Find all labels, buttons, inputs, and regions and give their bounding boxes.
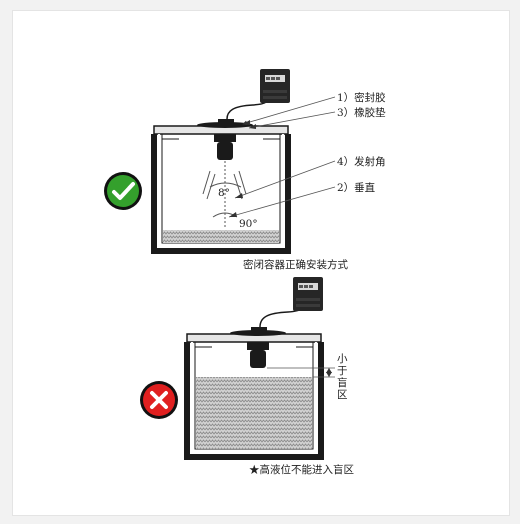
bottom-sensor-flange xyxy=(230,330,286,336)
blind-zone-dimension xyxy=(267,367,335,378)
top-tank-walls xyxy=(151,134,291,254)
cross-icon xyxy=(140,381,178,419)
bottom-sensor-probe xyxy=(250,350,266,368)
top-caption: 密闭容器正确安装方式 xyxy=(243,258,348,271)
bottom-tank-walls xyxy=(184,342,324,460)
blind-zone-label-4: 区 xyxy=(337,389,348,401)
label-sealant: 1）密封胶 xyxy=(337,91,386,104)
blind-zone-label-2: 于 xyxy=(337,365,348,377)
top-tank-group: 8° 90° 1）密封胶 3）橡胶垫 4）发射角 2）垂直 密闭容器正确安装方式 xyxy=(151,69,386,271)
label-vertical: 2）垂直 xyxy=(337,181,376,194)
beam-angle-value: 8° xyxy=(218,187,230,199)
blind-zone-label-3: 盲 xyxy=(337,376,348,389)
label-rubber-pad: 3）橡胶垫 xyxy=(337,106,386,119)
sensor-installation-diagram: 8° 90° 1）密封胶 3）橡胶垫 4）发射角 2）垂直 密闭容器正确安装方式 xyxy=(104,69,386,476)
bottom-transmitter-box xyxy=(293,277,323,311)
check-icon xyxy=(104,172,142,210)
top-sensor-probe xyxy=(217,142,233,160)
bottom-tank-liquid-high xyxy=(196,377,312,449)
right-angle-value: 90° xyxy=(239,218,258,230)
top-tank-liquid xyxy=(163,230,279,243)
diagram-card: 8° 90° 1）密封胶 3）橡胶垫 4）发射角 2）垂直 密闭容器正确安装方式 xyxy=(12,10,510,516)
bottom-tank-group: 小 于 盲 区 ★高液位不能进入盲区 xyxy=(184,277,354,476)
label-beam-angle: 4）发射角 xyxy=(337,155,386,168)
blind-zone-label-1: 小 xyxy=(337,353,348,365)
top-sensor-flange xyxy=(197,122,253,128)
bottom-caption: ★高液位不能进入盲区 xyxy=(249,463,354,476)
top-transmitter-box xyxy=(260,69,290,103)
